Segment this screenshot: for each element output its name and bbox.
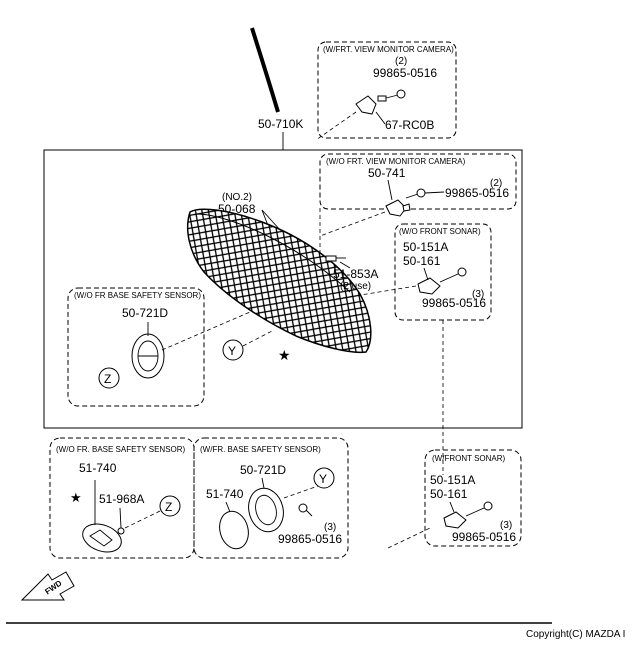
br-p2-label: 50-161 [430,487,468,501]
callout-y-label: Y [319,472,327,486]
callout-z-label: Z [165,500,172,514]
cam-box-title-label: (W/FRT. VIEW MONITOR CAMERA) [323,45,454,54]
nocam-part-label: 50-741 [368,166,406,180]
bm-title-label: (W/FR. BASE SAFETY SENSOR) [200,445,321,454]
copyright-text: Copyright(C) MAZDA I [526,629,625,640]
callout-z-circle [98,367,120,389]
camera-variant-box [317,41,457,139]
cam-part-label: 67-RC0B [385,118,434,132]
no-sensor-variant-box-inner [67,287,205,407]
bottom-with-sonar-box [424,449,522,547]
sonar-bolt-label: 99865-0516 [422,296,486,310]
cam-bolt-qty-label: (2) [395,56,407,67]
bolt-icon [298,503,313,517]
clip-qty-label: (2 use) [340,281,371,292]
main-part-label: 50-710K [258,117,303,131]
emblem-icon [82,523,122,553]
bracket-50-741-icon [385,188,426,217]
label-label: ★ [70,490,82,505]
bm-bolt-label: 99865-0516 [278,532,342,546]
sonar-bracket-icon [417,267,467,295]
emblem-cover-icon [219,510,249,550]
sonar-qty-label: (3) [472,289,484,300]
nocam-bolt-qty-label: (2) [490,178,502,189]
label-label: ★ [278,347,291,363]
fr-sensor-part-label: 50-721D [122,306,168,320]
fr-sensor-title-label: (W/O FR BASE SAFETY SENSOR) [74,291,201,300]
sonar-bracket-icon-2 [443,501,493,529]
bl-p1-label: 51-740 [79,461,117,475]
bm-qty-label: (3) [324,522,336,533]
clip-51-853a-icon [325,255,346,262]
sonar-p1-label: 50-151A [403,240,448,254]
emblem-bracket-icon [131,333,165,379]
bl-title-label: (W/O FR. BASE SAFETY SENSOR) [56,445,186,454]
sonar-title-label: (W/O FRONT SONAR) [399,227,481,236]
no2-label: (NO.2) [222,192,252,203]
clip-part-label: 51-853A [333,267,378,281]
br-title-label: (W/FRONT SONAR) [432,454,506,463]
sensor-bracket-icon [248,487,284,533]
nocam-bolt-label: 99865-0516 [445,186,509,200]
callout-y-label: Y [228,344,236,358]
bottom-with-sensor-box [193,437,349,559]
camera-bracket-icon [355,89,406,115]
bottom-no-sensor-box [49,437,195,559]
hood-edge-line [250,27,280,113]
callout-y-circle [222,339,244,361]
bl-p2-label: 51-968A [99,492,144,506]
bm-p1-label: 50-721D [240,463,286,477]
fwd-arrow-icon: FWD [20,571,75,601]
grille-assembly [186,208,372,354]
callout-z-label: Z [104,372,111,386]
br-bolt-label: 99865-0516 [452,530,516,544]
br-qty-label: (3) [500,520,512,531]
cam-bolt-label: 99865-0516 [373,66,437,80]
nocam-title-label: (W/O FRT. VIEW MONITOR CAMERA) [326,157,466,166]
bm-p2-label: 51-740 [206,487,244,501]
no-camera-variant-box [319,153,517,210]
sonar-p2-label: 50-161 [403,254,441,268]
br-p1-label: 50-151A [430,473,475,487]
